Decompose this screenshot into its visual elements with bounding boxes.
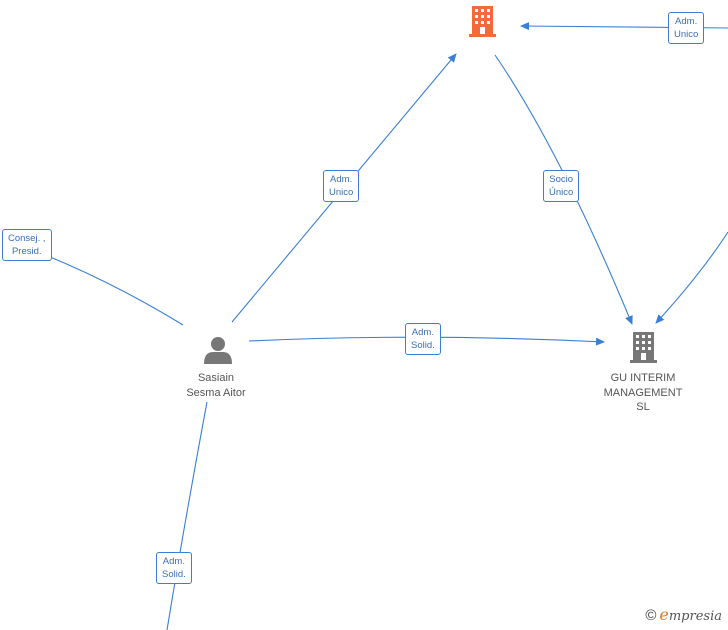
person-icon[interactable] [204, 337, 232, 364]
node-name-line: Sasiain [197, 372, 235, 384]
node-name-line: MANAGEMENT [603, 386, 683, 399]
edge-label-line: Adm. [675, 16, 698, 27]
edge-label-line: Unico [329, 187, 354, 198]
edge-right-incoming [655, 231, 728, 324]
copyright-symbol: © [645, 607, 657, 624]
edge-label-line: Adm. [411, 327, 434, 338]
edge-label-line: Presid. [11, 246, 42, 257]
edge-label-line: Adm. [162, 556, 185, 567]
brand-initial: e [659, 605, 669, 624]
edge-adm-solid-bottom [166, 401, 208, 630]
building-icon[interactable] [469, 6, 496, 37]
node-name-sasiain[interactable]: Sasiain Sesma Aitor [166, 371, 266, 400]
building-icon[interactable] [630, 332, 657, 363]
edge-label-socio-unico[interactable]: Socio Único [543, 170, 580, 202]
edge-socio-unico [494, 54, 633, 325]
edge-label-consej-presid[interactable]: Consej. , Presid. [2, 229, 52, 261]
edge-label-line: Consej. , [8, 233, 46, 244]
edge-label-line: Unico [674, 29, 699, 40]
edge-label-line: Solid. [411, 340, 435, 351]
edge-label-adm-solid-bottom[interactable]: Adm. Solid. [156, 552, 192, 584]
node-name-gu-interim[interactable]: GU INTERIM MANAGEMENT SL [591, 371, 695, 415]
edge-label-line: Adm. [330, 174, 353, 185]
edge-label-line: Único [549, 187, 574, 198]
edge-label-adm-unico-left[interactable]: Adm. Unico [323, 170, 360, 202]
node-name-line: Sesma Aitor [186, 386, 246, 399]
brand-logo: ©empresia [645, 605, 722, 624]
edge-label-adm-unico-top-right[interactable]: Adm. Unico [668, 12, 705, 44]
node-name-line: GU INTERIM [610, 372, 676, 384]
edge-label-line: Solid. [162, 569, 186, 580]
edge-label-adm-solid-middle[interactable]: Adm. Solid. [405, 323, 441, 355]
brand-name: mpresia [668, 609, 722, 624]
edge-label-line: Socio [549, 174, 574, 185]
node-name-line: SL [636, 401, 650, 413]
